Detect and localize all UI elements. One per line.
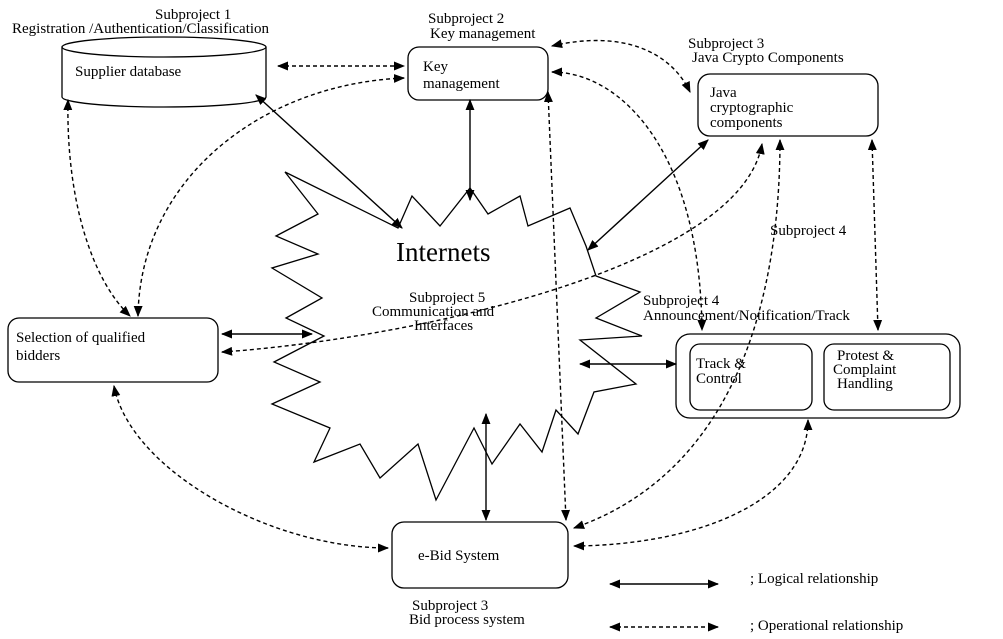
sp1-subtitle: Registration /Authentication/Classificat…	[12, 21, 270, 37]
key-management-label-1: Key	[423, 59, 448, 75]
edge-key-java	[550, 39, 691, 94]
supplier-database-node: Supplier database	[61, 36, 267, 108]
sp3-java-subtitle: Java Crypto Components	[692, 50, 844, 66]
sp2-subtitle: Key management	[430, 26, 536, 42]
edge-protest-ebid	[572, 418, 813, 551]
sp2-title: Subproject 2	[428, 11, 504, 27]
protest-label-2: Complaint	[833, 362, 897, 378]
edge-key-selection	[133, 73, 406, 318]
sp3-java-title: Subproject 3	[688, 36, 764, 52]
edge-db-selection	[63, 98, 131, 317]
internet-starburst	[270, 171, 643, 502]
key-management-label-2: management	[423, 76, 500, 92]
sp5-line3: Interfaces	[414, 318, 473, 334]
key-management-node: Key management	[407, 46, 549, 101]
selection-label-2: bidders	[16, 348, 60, 364]
edge-selection-ebid	[111, 384, 390, 553]
legend-operational-label: ; Operational relationship	[750, 618, 903, 634]
legend-logical-label: ; Logical relationship	[750, 571, 878, 587]
java-label-1: Java	[710, 85, 737, 101]
sp3-bid-title: Subproject 3	[412, 598, 488, 614]
sp4-subtitle: Announcement/Notification/Track	[643, 308, 850, 324]
java-crypto-node: Java cryptographic components	[697, 73, 879, 137]
edge-java-internet	[587, 139, 709, 251]
legend: ; Logical relationship ; Operational rel…	[608, 571, 903, 634]
selection-label-1: Selection of qualified	[16, 330, 146, 346]
edge-selection-java	[220, 142, 765, 356]
ebid-system-node: e-Bid System	[391, 521, 569, 589]
sp4-title: Subproject 4	[643, 293, 720, 309]
protest-label-1: Protest &	[837, 348, 894, 364]
ebid-label: e-Bid System	[418, 548, 500, 564]
internets-label: Internets	[396, 237, 490, 267]
sp3-bid-subtitle: Bid process system	[409, 612, 525, 628]
supplier-database-label: Supplier database	[75, 64, 182, 80]
sp1-title: Subproject 1	[155, 7, 231, 23]
announcement-group-node: Track & Control Protest & Complaint Hand…	[675, 333, 961, 419]
track-label-2: Control	[696, 371, 742, 387]
protest-label-3: Handling	[837, 376, 893, 392]
edge-java-protest	[867, 138, 883, 332]
sp4-upper-label: Subproject 4	[770, 223, 847, 239]
java-label-3: components	[710, 115, 783, 131]
java-label-2: cryptographic	[710, 100, 794, 116]
protest-box	[823, 343, 951, 411]
selection-node: Selection of qualified bidders	[7, 317, 219, 383]
